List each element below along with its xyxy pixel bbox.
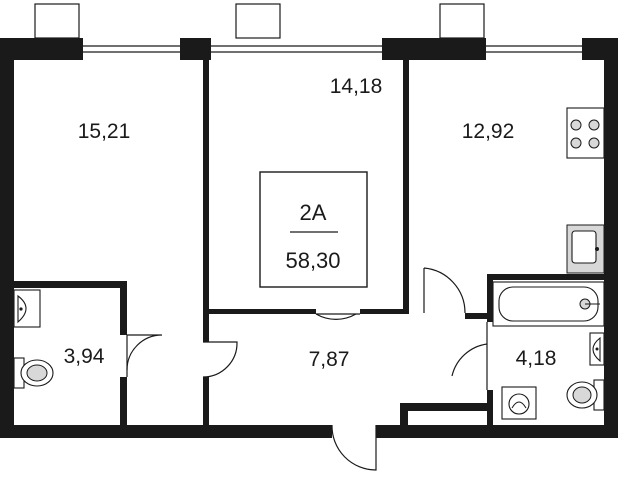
- bathroom-toilet-icon: [566, 379, 605, 411]
- room-area-hallway: 7,87: [309, 348, 350, 371]
- apartment-total-area: 58,30: [285, 248, 340, 273]
- room-area-bedroom-left: 15,21: [78, 120, 131, 143]
- room-area-bathroom: 4,18: [516, 347, 557, 370]
- apartment-type: 2А: [300, 200, 327, 225]
- kitchen-sink-icon: [566, 224, 605, 274]
- room-area-toilet: 3,94: [64, 345, 105, 368]
- interior-walls: [14, 60, 604, 425]
- washing-machine-icon: [501, 386, 537, 420]
- exterior-walls: [0, 38, 618, 438]
- room-area-bedroom-middle: 14,18: [330, 75, 383, 98]
- room-area-kitchen: 12,92: [462, 120, 515, 143]
- toilet-icon: [13, 357, 54, 389]
- toilet-sink-icon: [13, 289, 41, 328]
- bathroom-sink-icon: [589, 332, 605, 366]
- apartment-info-box: 2А 58,30: [259, 171, 368, 288]
- stove-icon: [566, 107, 605, 159]
- window-frames: [34, 3, 485, 39]
- door-swings: [126, 267, 488, 471]
- bathtub-icon: [492, 281, 605, 327]
